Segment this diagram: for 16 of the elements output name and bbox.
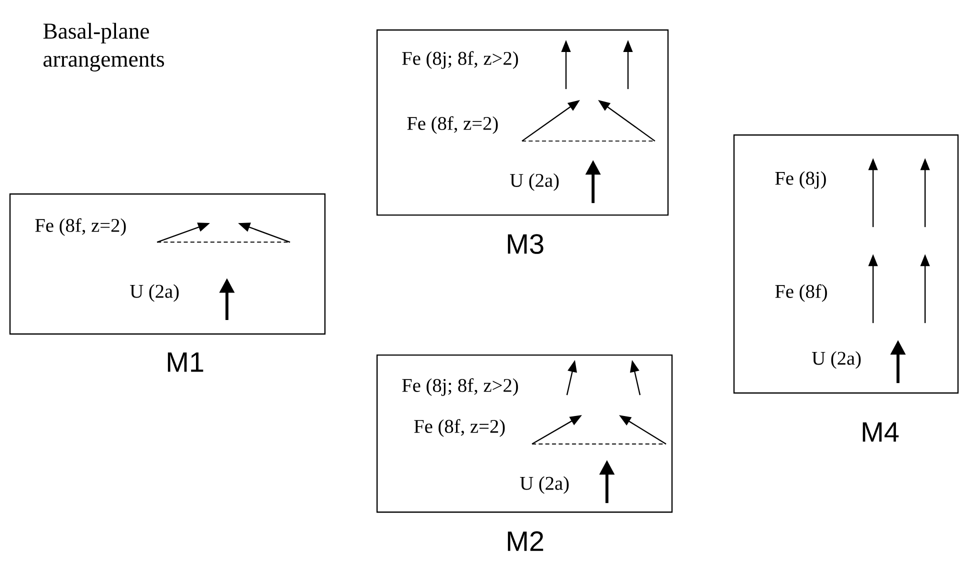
site-label: Fe (8f, z=2): [407, 116, 498, 134]
site-label: U (2a): [812, 351, 861, 369]
site-label: Fe (8f, z=2): [414, 419, 505, 437]
site-label: U (2a): [130, 284, 179, 302]
site-label: Fe (8f): [775, 284, 827, 302]
site-label: Fe (8j; 8f, z>2): [402, 378, 518, 396]
site-label: U (2a): [520, 476, 569, 494]
panel-caption: M4: [862, 422, 899, 442]
title: Basal-plane arrangements: [43, 22, 164, 72]
site-label: Fe (8j; 8f, z>2): [402, 51, 518, 69]
panel-caption: M2: [508, 531, 544, 551]
site-label: Fe (8j): [775, 171, 826, 189]
panel-caption: M1: [168, 352, 204, 372]
site-label: Fe (8f, z=2): [35, 218, 126, 236]
panel-caption: M3: [508, 234, 544, 254]
site-label: U (2a): [510, 173, 559, 191]
